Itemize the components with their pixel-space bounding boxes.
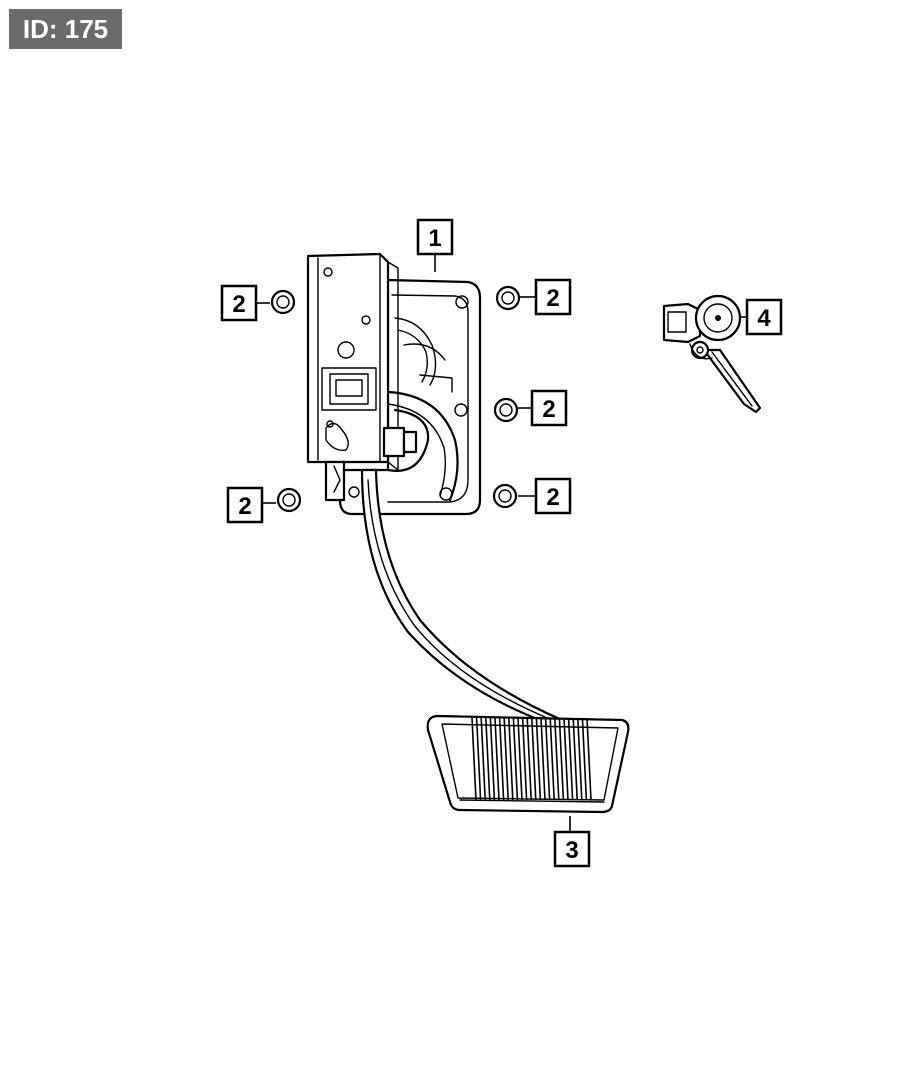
callout-2-upper-left: 2	[220, 284, 270, 322]
pad-groove	[535, 717, 542, 801]
callout-1: 1	[416, 218, 454, 272]
nut-lower-left	[276, 487, 302, 513]
nut-upper-right	[495, 285, 521, 311]
pad-groove	[503, 717, 509, 801]
pad-groove	[577, 717, 583, 801]
pedal-bracket	[306, 252, 482, 516]
pad-groove	[581, 717, 588, 801]
callout-2-upper-left-label: 2	[232, 291, 245, 318]
callout-2-lower-left-label: 2	[238, 493, 251, 520]
pad-groove	[558, 717, 565, 801]
callout-4-label: 4	[757, 305, 771, 332]
pad-groove	[526, 717, 532, 801]
callout-2-lower-right: 2	[518, 477, 572, 515]
pad-groove	[521, 717, 528, 801]
callout-2-lower-right-label: 2	[546, 484, 559, 511]
callout-3-label: 3	[565, 837, 578, 864]
nut-middle-right	[493, 397, 519, 423]
pad-groove	[544, 717, 551, 801]
pad-groove	[531, 717, 537, 801]
pad-groove	[567, 717, 574, 801]
pad-groove	[549, 717, 555, 801]
pad-groove	[480, 717, 486, 801]
callout-2-middle-right-label: 2	[542, 396, 555, 423]
pedal-pad	[426, 714, 630, 814]
nut-lower-right	[492, 483, 518, 509]
pad-groove	[563, 717, 569, 801]
pad-groove	[554, 717, 560, 801]
pad-groove	[498, 717, 505, 801]
callout-1-label: 1	[428, 225, 441, 252]
pedal-position-sensor	[662, 294, 762, 414]
pad-grooves	[471, 717, 592, 801]
callout-2-middle-right: 2	[518, 389, 568, 427]
pad-groove	[586, 717, 592, 801]
callout-2-upper-right: 2	[520, 278, 572, 316]
id-badge: ID: 175	[9, 9, 122, 49]
nut-upper-left	[270, 289, 296, 315]
callout-2-lower-left: 2	[226, 486, 276, 524]
pad-groove	[572, 717, 578, 801]
callout-2-upper-right-label: 2	[546, 285, 559, 312]
pad-groove	[471, 717, 477, 801]
pad-groove	[494, 717, 500, 801]
pad-groove	[508, 717, 514, 801]
pad-groove	[485, 717, 491, 801]
pad-groove	[512, 717, 519, 801]
pad-groove	[540, 717, 546, 801]
pad-groove	[489, 717, 496, 801]
callout-3: 3	[553, 816, 591, 868]
pad-groove	[475, 717, 482, 801]
callout-4: 4	[740, 298, 783, 336]
pad-groove	[517, 717, 523, 801]
